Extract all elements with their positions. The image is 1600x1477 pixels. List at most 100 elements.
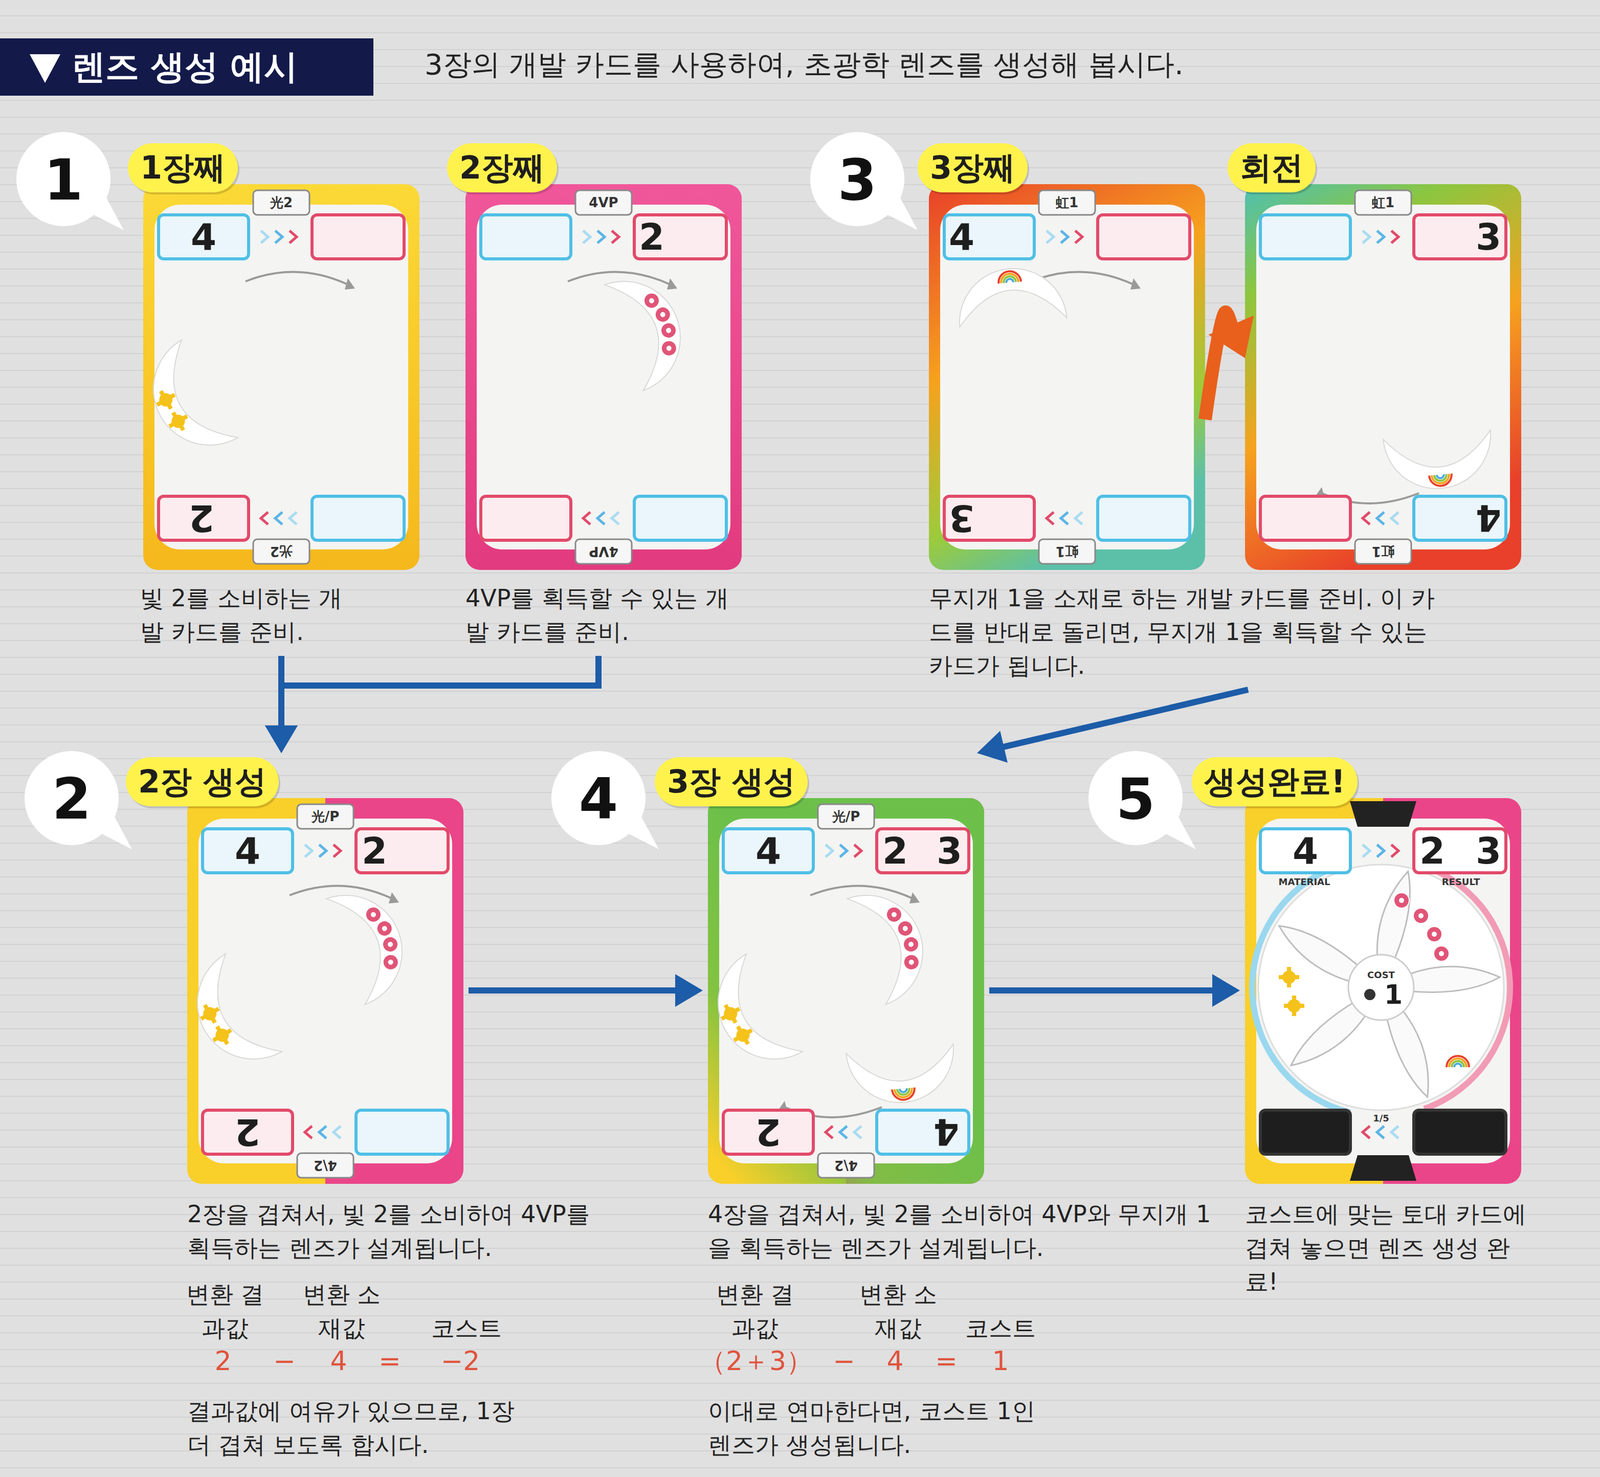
shape <box>1283 1003 1305 1008</box>
card-frame <box>707 797 985 1184</box>
turn-arc <box>245 271 348 285</box>
lens-blade <box>604 265 697 391</box>
shape <box>171 411 186 432</box>
formula-heading: 변환 소재값 <box>295 1277 388 1345</box>
card-value: 2 <box>188 499 215 537</box>
shape <box>374 918 395 939</box>
flower-icon <box>363 904 384 924</box>
flower-icon <box>381 951 401 972</box>
card-value: 4 <box>190 218 217 256</box>
card-node: 2장 생성光/P4224\22장을 겹쳐서, 빛 2를 소비하여 4VP를 획득… <box>187 757 464 1184</box>
plate <box>297 1152 354 1178</box>
card-panel <box>198 818 453 1164</box>
flower-icon <box>380 934 400 954</box>
shape <box>1436 474 1445 479</box>
formula-value: = <box>935 1347 958 1374</box>
card-value: 3 <box>948 499 975 537</box>
material-box <box>356 1109 449 1154</box>
result-box <box>1260 496 1351 541</box>
shape <box>604 265 697 391</box>
material-box <box>634 496 727 541</box>
card-plate-text: 虹1 <box>1371 544 1395 559</box>
card <box>465 184 742 570</box>
header-bar <box>0 38 374 96</box>
shape <box>901 924 909 932</box>
lens-blade <box>847 879 939 1005</box>
flower-icon <box>901 934 921 954</box>
chevron <box>1060 512 1069 525</box>
result-box <box>1413 214 1506 259</box>
chevron <box>1376 230 1385 243</box>
lens-blade <box>132 340 238 466</box>
card-value: 2 <box>882 832 908 870</box>
chevron <box>319 1125 327 1139</box>
connector <box>1205 312 1254 420</box>
shape <box>1413 907 1429 924</box>
formula-heading: 코스트 <box>965 1310 1036 1345</box>
chevron <box>1391 1125 1399 1139</box>
flower-icon <box>1393 892 1410 908</box>
shape <box>894 1087 913 1098</box>
connector-line <box>281 655 599 728</box>
rainbow-icon <box>1446 1055 1470 1068</box>
card-node: 생성완료!4MATERIAL23RESULTCOST11/5코스트에 맞는 토대… <box>1245 757 1522 1184</box>
shape <box>997 270 1021 284</box>
card-frame <box>143 184 420 570</box>
chevron <box>611 512 619 525</box>
chevron <box>1362 844 1370 857</box>
rainbow-icon <box>892 1087 916 1101</box>
shape <box>665 344 673 352</box>
chevron <box>1391 512 1399 525</box>
card-node: 1장째光242光2빛 2를 소비하는 개발 카드를 준비. <box>143 143 420 652</box>
shape <box>1431 931 1437 937</box>
card-panel <box>1256 818 1510 1164</box>
flower-icon <box>658 320 679 341</box>
turn-arc-head <box>344 278 355 290</box>
plate <box>1349 1154 1417 1181</box>
step-tag: 3장 생성 <box>654 757 808 807</box>
shape <box>1418 913 1424 919</box>
chevron <box>304 844 313 857</box>
shape <box>1451 1060 1464 1068</box>
formula-value: 1 <box>991 1347 1009 1374</box>
cross-icon <box>208 1020 237 1050</box>
shape <box>1258 864 1504 1110</box>
card-value: 4 <box>1292 832 1319 870</box>
cross-icon <box>1283 995 1305 1016</box>
chevron <box>1362 1125 1370 1139</box>
result-box <box>1413 828 1506 873</box>
material-box <box>312 496 405 541</box>
flower-icon <box>641 290 662 310</box>
formula-heading: 변환 소재값 <box>852 1277 945 1345</box>
shape <box>723 1003 738 1024</box>
shape <box>892 1087 916 1101</box>
chevron <box>1376 512 1385 525</box>
callout-number: 4 <box>579 770 619 828</box>
step-tag: 생성완료! <box>1191 757 1358 807</box>
caption: 코스트에 맞는 토대 카드에 겹쳐 놓으면 렌즈 생성 완료! <box>1245 1196 1532 1299</box>
callout-bubble <box>16 131 111 227</box>
flower-icon <box>374 918 395 939</box>
chevron <box>611 230 619 243</box>
caption: 4VP를 획득할 수 있는 개발 카드를 준비. <box>465 581 742 649</box>
result-box <box>876 828 969 873</box>
card-plate-text: 光/P <box>832 809 861 824</box>
arrowhead <box>675 973 703 1007</box>
shape <box>1449 1058 1467 1068</box>
rainbow-icon <box>997 270 1021 284</box>
card-value: 4 <box>755 832 782 870</box>
lens-blade <box>697 953 803 1080</box>
shape <box>907 940 915 948</box>
subtitle: 3장의 개발 카드를 사용하여, 초광학 렌즈를 생성해 봅시다. <box>424 47 1184 82</box>
chevron <box>1376 1125 1385 1139</box>
card-frame <box>1245 184 1522 570</box>
shape <box>1000 273 1019 284</box>
connector-line <box>1002 689 1249 748</box>
result-box <box>158 496 249 541</box>
card-plate-text: 4VP <box>588 544 618 559</box>
shape <box>159 389 173 410</box>
card-value: 4 <box>234 832 261 870</box>
card-node: 3장 생성光/P423244\24장을 겹쳐서, 빛 2를 소비하여 4VP와 … <box>707 757 985 1184</box>
card <box>1245 797 1522 1184</box>
